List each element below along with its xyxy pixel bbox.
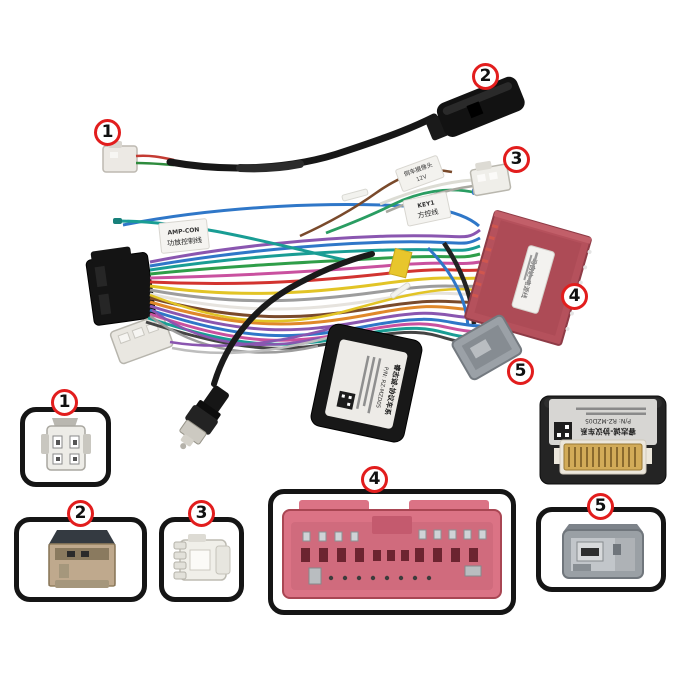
detail-connector-5: [562, 524, 644, 579]
detail-callout-2: 2: [67, 500, 94, 527]
callout-2: 2: [472, 63, 499, 90]
antenna-plug: [179, 385, 229, 450]
connector-1-plug: [102, 141, 138, 173]
tag-camera: 倒车摄像头 12V: [395, 155, 445, 192]
tag-key-line1: KEY1: [417, 199, 435, 209]
tag-camera-line2: 12V: [416, 174, 428, 183]
connector-4-label: 马自达-电源线: [511, 245, 555, 314]
tag-amp-con: AMP-CON 功放控制线: [158, 218, 210, 254]
canbus-photo-label-title: 睿志诚-协议车系: [580, 427, 636, 437]
tag-key1: KEY1 方控线: [402, 191, 452, 227]
connector-3-plug: [469, 160, 512, 197]
detail-callout-3: 3: [188, 500, 215, 527]
callout-1: 1: [94, 119, 121, 146]
detail-box-3: [159, 517, 244, 602]
callout-4: 4: [561, 283, 588, 310]
canbus-photo-label-pn: P/N: RZ-MZD05: [585, 417, 631, 424]
antenna-cable: [211, 251, 375, 387]
head-unit-connector: [85, 246, 156, 326]
detail-connector-2: [48, 530, 116, 588]
gold-pin-socket: [554, 439, 652, 475]
yellow-tape: [388, 247, 413, 279]
detail-box-2: [14, 517, 147, 602]
detail-connector-4: [282, 500, 502, 599]
callout-5: 5: [507, 358, 534, 385]
detail-callout-1: 1: [51, 389, 78, 416]
qr-code: [554, 422, 572, 440]
connector-1-cable: [135, 113, 438, 173]
detail-callout-5: 5: [587, 493, 614, 520]
detail-connector-1: [41, 418, 91, 471]
canbus-box-photo: 睿志诚-协议车系 P/N: RZ-MZD05: [538, 392, 668, 488]
connector-5-plug: [451, 314, 523, 381]
wire-bundle: [145, 228, 481, 355]
connector-2-plug: [425, 76, 525, 141]
zip-tie: [341, 188, 369, 202]
tag-amp-line1: AMP-CON: [167, 226, 199, 236]
detail-connector-3: [173, 534, 231, 581]
callout-3: 3: [503, 146, 530, 173]
connector-4-plug: 马自达-电源线: [464, 210, 592, 346]
detail-callout-4: 4: [361, 466, 388, 493]
detail-box-1: [20, 407, 111, 487]
detail-box-4: [268, 489, 516, 615]
latch-post: [308, 567, 322, 585]
zip-tie: [390, 282, 411, 299]
latch-post: [464, 565, 482, 577]
tag-amp-line2: 功放控制线: [167, 235, 203, 248]
teal-wire-tip: [113, 218, 122, 224]
canbus-box-tilted: 睿志诚-协议车系 P/N: RZ-MZD05: [310, 323, 423, 443]
qr-code: [336, 390, 356, 410]
pin-row-slots: [301, 548, 478, 562]
connector-4-crimps: [471, 224, 499, 298]
pin-row-metal: [302, 529, 487, 542]
tag-key-line2: 方控线: [417, 207, 439, 220]
pin-row-dots: [328, 575, 432, 581]
